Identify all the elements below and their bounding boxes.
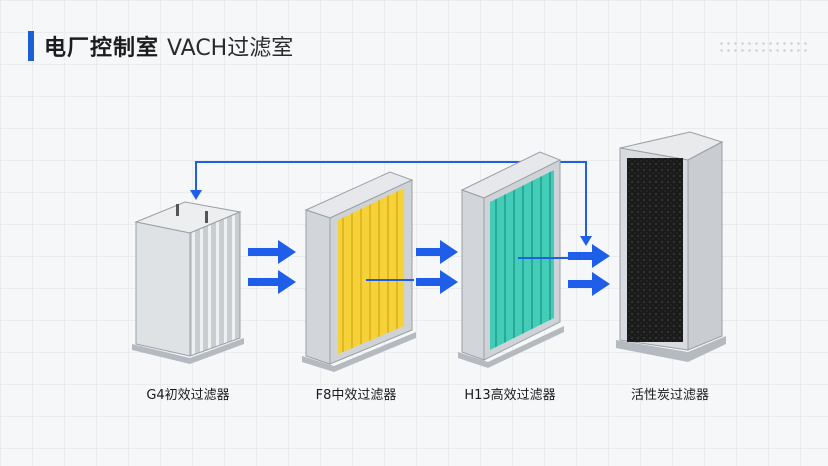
flow-arrows-3 [568,244,610,296]
accent-bar [28,31,34,61]
stage-label-f8: F8中效过滤器 [315,388,397,403]
f8-filter-unit [302,171,416,372]
page-subtitle: VACH过滤室 [167,36,294,61]
g4-filter-unit [132,201,244,364]
flow-arrows-1 [248,240,296,294]
page-title: 电厂控制室 [44,36,160,61]
page-header: 电厂控制室 VACH过滤室 [28,30,293,62]
decorative-dots [718,40,808,56]
h13-filter-unit [458,151,584,368]
carbon-filter-unit [616,131,726,362]
stage-label-carbon: 活性炭过滤器 [630,388,709,403]
stage-label-g4: G4初效过滤器 [146,388,230,403]
flow-arrows-2 [416,240,458,294]
stage-label-h13: H13高效过滤器 [464,388,556,403]
